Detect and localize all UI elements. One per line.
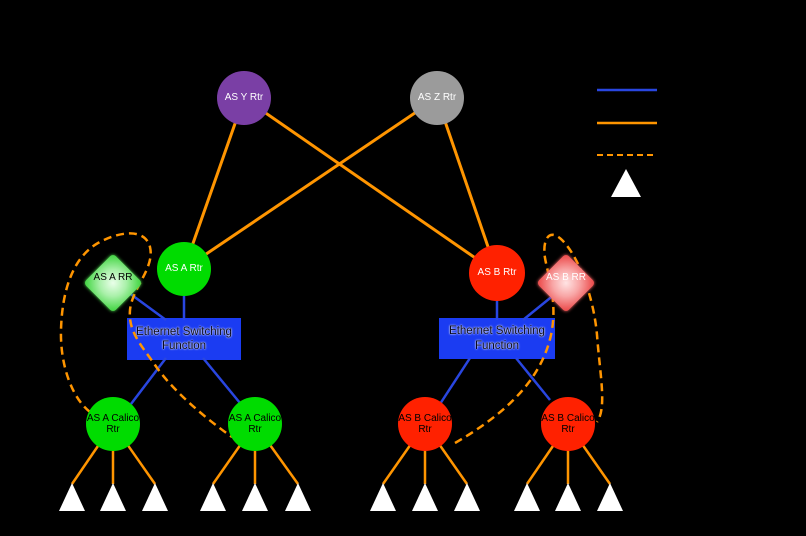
node-as-y-rtr-label: AS Y Rtr (224, 92, 264, 104)
orange-link-asy-asa (182, 97, 246, 270)
endpoint-triangle (412, 483, 438, 511)
node-as-b-rtr-label: AS B Rtr (477, 267, 517, 279)
node-as-b-calico-rtr-1-label: AS B Calico Rtr (398, 412, 452, 436)
dashed-rr-curve-left (59, 232, 233, 439)
blue-link-esf-calicob1 (438, 357, 472, 405)
node-as-b-calico-rtr-1: AS B Calico Rtr (398, 397, 452, 451)
endpoint-triangle (555, 483, 581, 511)
endpoint-triangle (285, 483, 311, 511)
blue-link-esf-calicoa2 (202, 357, 241, 404)
node-as-a-calico-rtr-1-label: AS A Calico Rtr (86, 412, 140, 436)
endpoint-triangle (514, 483, 540, 511)
endpoint-triangle (242, 483, 268, 511)
orange-link-asz-asa (183, 96, 438, 271)
node-as-b-calico-rtr-2-label: AS B Calico Rtr (541, 412, 595, 436)
orange-link-asz-asb (435, 97, 499, 274)
node-as-a-calico-rtr-2: AS A Calico Rtr (228, 397, 282, 451)
node-as-z-rtr-label: AS Z Rtr (417, 92, 457, 104)
legend (597, 88, 657, 197)
esf-right-label: Ethernet Switching Function (449, 325, 545, 352)
dashed-rr-curve-right (454, 233, 604, 445)
endpoint-triangle (597, 483, 623, 511)
node-as-b-rr-label: AS B RR (545, 272, 586, 283)
ethernet-switching-function-right: Ethernet Switching Function (439, 318, 555, 359)
node-as-b-calico-rtr-2: AS B Calico Rtr (541, 397, 595, 451)
blue-link-esf-calicob2 (515, 357, 551, 401)
legend-endpoint-triangle-icon (611, 169, 641, 197)
esf-left-label: Ethernet Switching Function (136, 325, 232, 352)
node-as-b-rtr: AS B Rtr (469, 245, 525, 301)
endpoint-triangle (454, 483, 480, 511)
endpoint-triangle (59, 483, 85, 511)
blue-link-asarr-esf (124, 288, 167, 322)
node-as-a-rtr: AS A Rtr (157, 242, 211, 296)
node-as-y-rtr: AS Y Rtr (217, 71, 271, 125)
endpoint-triangle (370, 483, 396, 511)
node-as-a-rtr-label: AS A Rtr (165, 263, 203, 275)
ethernet-switching-function-left: Ethernet Switching Function (127, 318, 241, 360)
endpoint-triangle (100, 483, 126, 511)
node-as-a-calico-rtr-2-label: AS A Calico Rtr (228, 412, 282, 436)
node-as-z-rtr: AS Z Rtr (410, 71, 464, 125)
orange-link-asy-asb (243, 96, 498, 275)
blue-link-esf-calicoa1 (130, 357, 167, 405)
node-as-a-calico-rtr-1: AS A Calico Rtr (86, 397, 140, 451)
node-as-a-rr-label: AS A RR (93, 272, 133, 283)
endpoint-triangle (142, 483, 168, 511)
endpoint-triangle (200, 483, 226, 511)
